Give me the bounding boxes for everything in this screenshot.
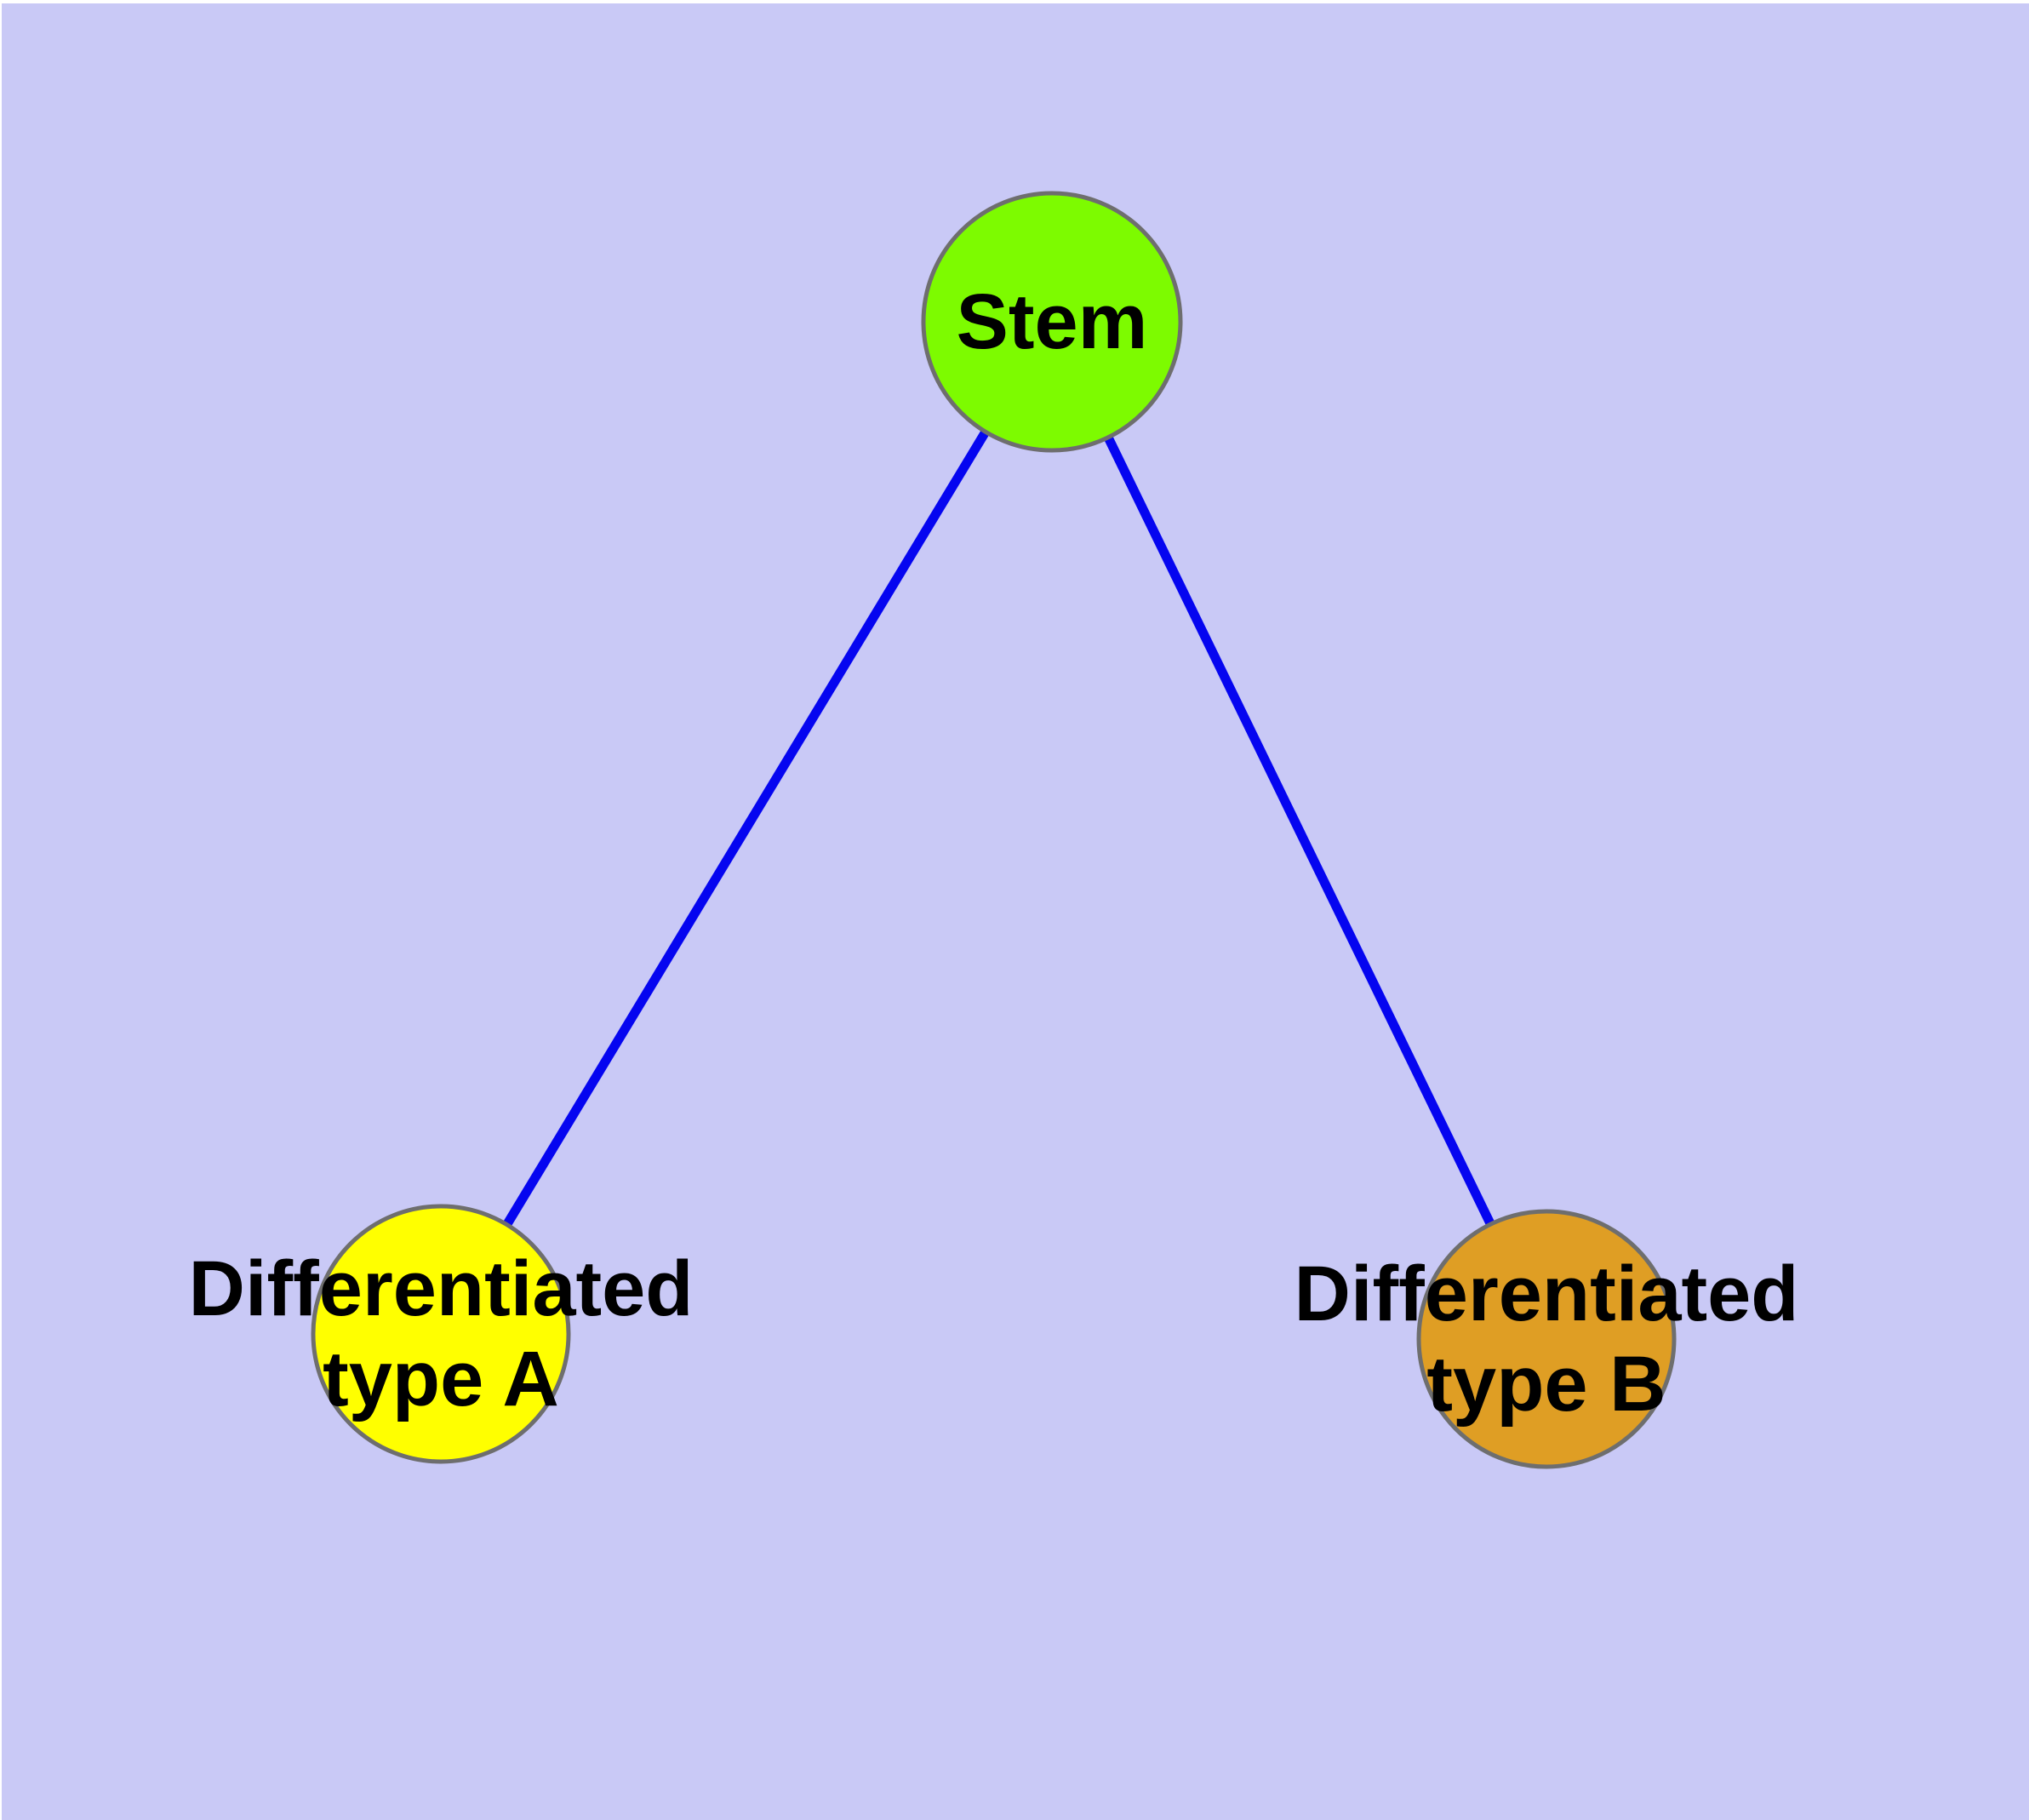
- node-differentiated-type-a-label-line1: Differentiated: [189, 1245, 694, 1332]
- node-differentiated-type-a: [311, 1204, 571, 1464]
- node-stem-label: Stem: [957, 278, 1148, 365]
- edge-stem-to-differentiated-type-a: [437, 319, 1056, 1336]
- node-differentiated-type-b: [1416, 1209, 1677, 1469]
- node-differentiated-type-a-label-line2: type A: [323, 1336, 559, 1422]
- node-differentiated-type-b-label-line1: Differentiated: [1295, 1251, 1799, 1337]
- node-stem: [921, 191, 1183, 453]
- node-differentiated-type-b-label-line2: type B: [1426, 1341, 1666, 1428]
- edge-stem-to-differentiated-type-b: [1048, 319, 1551, 1342]
